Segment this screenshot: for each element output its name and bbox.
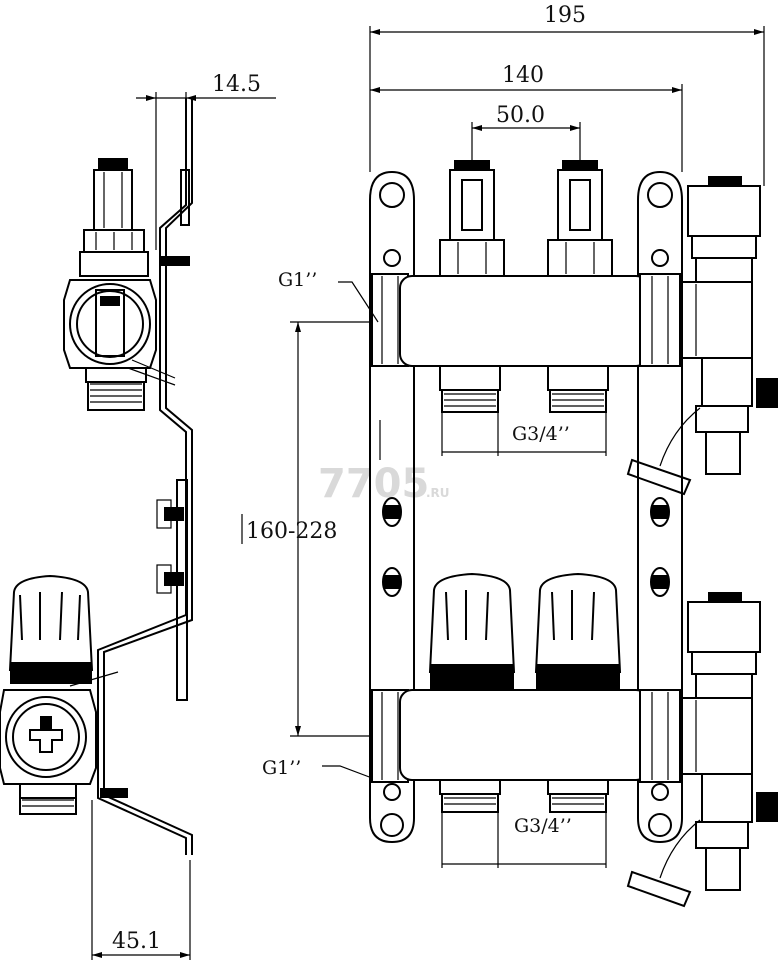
thread-inlet-top: G1’’: [278, 269, 317, 291]
front-view: 195 140 50.0 160-228 G1: [241, 3, 778, 908]
dim-height-range-label: 160-228: [246, 519, 337, 544]
valve-cap-left: [428, 572, 516, 690]
thread-outlet-top: G3/4’’: [512, 423, 570, 445]
front-bracket-right: [637, 170, 683, 844]
valve-cap-right: [534, 572, 622, 690]
dim-overall-width: [369, 26, 765, 186]
flowmeter-right: [547, 160, 613, 277]
dim-overall-width-label: 195: [544, 3, 586, 28]
manifold-bottom: [371, 689, 681, 813]
side-bracket-tab-top: [180, 169, 190, 226]
front-bracket-left: [369, 170, 415, 844]
dim-outlet-spacing: [471, 122, 581, 160]
manifold-top: [371, 273, 681, 413]
side-flowmeter-top: [63, 158, 176, 411]
leader-inlet-top: [338, 281, 379, 323]
side-bracket-plate: [176, 479, 188, 701]
side-bracket-profile: [97, 98, 193, 855]
thread-inlet-bottom: G1’’: [262, 757, 301, 779]
side-valve-bottom: [0, 574, 119, 815]
dim-side-bottom: [91, 800, 191, 960]
thread-outlet-bottom: G3/4’’: [514, 815, 572, 837]
watermark-logo: 7705: [318, 461, 429, 507]
side-bolts: [100, 256, 190, 798]
leader-inlet-bottom: [322, 765, 373, 779]
dim-side-top-label: 14.5: [212, 72, 261, 97]
dim-outlet-thread-bottom: [441, 812, 607, 868]
air-vent-bottom: [626, 592, 778, 908]
dim-bracket-width-label: 140: [502, 63, 544, 88]
dim-outlet-thread-top: [441, 412, 607, 456]
side-view: 14.5 45.1: [0, 72, 276, 960]
flowmeter-left: [439, 160, 505, 277]
dim-side-top: [136, 92, 276, 250]
air-vent-top: [626, 176, 778, 496]
dim-height-range: [241, 321, 372, 737]
dim-outlet-spacing-label: 50.0: [496, 103, 545, 128]
dim-side-bottom-label: 45.1: [112, 929, 161, 954]
watermark-suffix: .RU: [426, 486, 450, 500]
dim-bracket-width: [370, 84, 683, 172]
